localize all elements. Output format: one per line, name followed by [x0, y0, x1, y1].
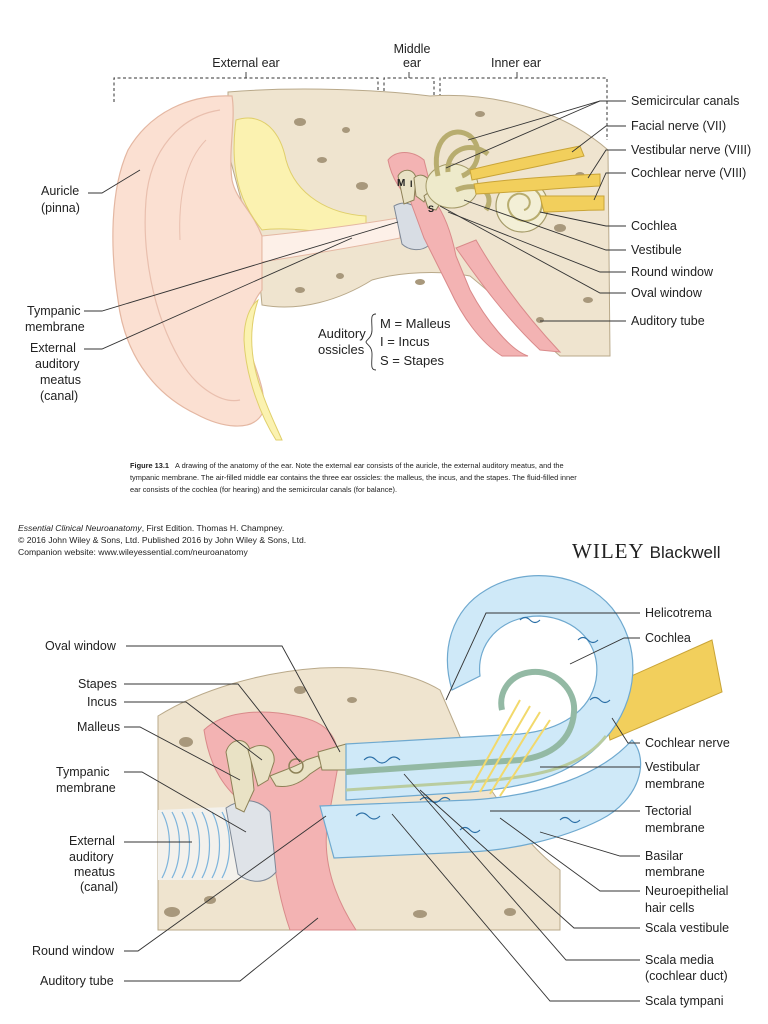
- inner-ear: [425, 129, 549, 233]
- label-middle-ear-1: Middle: [394, 42, 431, 56]
- label-facial-nerve: Facial nerve (VII): [631, 119, 726, 133]
- caption-line-3: ear consists of the cochlea (for hearing…: [130, 485, 397, 494]
- b-label-helicotrema: Helicotrema: [645, 606, 712, 620]
- b-label-auditory-tube: Auditory tube: [40, 974, 114, 988]
- label-vestibule: Vestibule: [631, 243, 682, 257]
- label-eam-4: (canal): [40, 389, 78, 403]
- caption-line-1: A drawing of the anatomy of the ear. Not…: [175, 461, 564, 470]
- external-auditory-canal: [261, 217, 401, 263]
- b-label-basilar-1: Basilar: [645, 849, 683, 863]
- b-label-tectorial-2: membrane: [645, 821, 705, 835]
- credits: Essential Clinical Neuroanatomy, First E…: [18, 523, 721, 563]
- legend-malleus: M = Malleus: [380, 316, 451, 331]
- incus-letter: I: [410, 179, 413, 189]
- b-label-incus: Incus: [87, 695, 117, 709]
- bottom-ossicles: [225, 740, 351, 813]
- label-tympanic-1: Tympanic: [27, 304, 81, 318]
- credit-book-title: Essential Clinical Neuroanatomy: [18, 523, 142, 533]
- b-label-tympanic-2: membrane: [56, 781, 116, 795]
- top-right-labels: Semicircular canals Facial nerve (VII) V…: [439, 94, 751, 328]
- b-label-cochlea: Cochlea: [645, 631, 691, 645]
- top-figure: M I S Auricle (pinna) Tympanic: [25, 42, 751, 494]
- b-label-scala-vestibule: Scala vestibule: [645, 921, 729, 935]
- b-label-malleus: Malleus: [77, 720, 120, 734]
- b-label-tectorial-1: Tectorial: [645, 804, 692, 818]
- publisher-rest: Blackwell: [650, 543, 721, 562]
- malleus-letter: M: [397, 178, 405, 189]
- b-label-oval-window: Oval window: [45, 639, 117, 653]
- b-label-eam-4: (canal): [80, 880, 118, 894]
- b-label-stapes: Stapes: [78, 677, 117, 691]
- b-label-scala-tympani: Scala tympani: [645, 994, 724, 1008]
- credit-line-3: Companion website: www.wileyessential.co…: [18, 547, 248, 557]
- auditory-tube: [455, 239, 562, 353]
- legend-stapes: S = Stapes: [380, 353, 444, 368]
- label-eam-3: meatus: [40, 373, 81, 387]
- label-eam-2: auditory: [35, 357, 80, 371]
- nerves-top: [469, 145, 605, 213]
- auricle: [112, 95, 265, 427]
- b-label-basilar-2: membrane: [645, 865, 705, 879]
- label-round-window: Round window: [631, 265, 714, 279]
- label-inner-ear: Inner ear: [491, 56, 541, 70]
- b-label-tympanic-1: Tympanic: [56, 765, 110, 779]
- helix-fold: [144, 109, 241, 402]
- label-auricle-1: Auricle: [41, 184, 79, 198]
- publisher-bold: WILEY: [572, 539, 645, 563]
- publisher-logo: WILEY Blackwell: [572, 539, 721, 563]
- ossicles-legend: Auditory ossicles M = Malleus I = Incus …: [318, 313, 451, 371]
- label-tympanic-2: membrane: [25, 320, 85, 334]
- bottom-cochlea: [319, 575, 723, 859]
- caption-label: Figure 13.1: [130, 461, 169, 470]
- region-brackets: [113, 72, 608, 150]
- credit-line-2: © 2016 John Wiley & Sons, Ltd. Published…: [18, 535, 306, 545]
- stapes-letter: S: [428, 204, 434, 214]
- b-label-eam-2: auditory: [69, 850, 114, 864]
- bottom-right-labels: Helicotrema Cochlea Cochlear nerve Vesti…: [391, 606, 730, 1008]
- b-label-eam-3: meatus: [74, 865, 115, 879]
- b-label-scala-media-2: (cochlear duct): [645, 969, 728, 983]
- bottom-left-labels: Oval window Stapes Incus Malleus Tympani…: [32, 639, 341, 988]
- label-vestibular-nerve: Vestibular nerve (VIII): [631, 143, 751, 157]
- b-label-vestibular-2: membrane: [645, 777, 705, 791]
- top-left-labels: Auricle (pinna) Tympanic membrane Extern…: [25, 169, 399, 403]
- label-external-ear: External ear: [212, 56, 279, 70]
- label-eam-1: External: [30, 341, 76, 355]
- credit-book-rest: , First Edition. Thomas H. Champney.: [142, 523, 285, 533]
- legend-incus: I = Incus: [380, 334, 430, 349]
- b-label-vestibular-1: Vestibular: [645, 760, 700, 774]
- credit-line-1: Essential Clinical Neuroanatomy, First E…: [18, 523, 284, 533]
- legend-title-2: ossicles: [318, 342, 365, 357]
- figure-caption: Figure 13.1 A drawing of the anatomy of …: [130, 461, 577, 494]
- b-label-eam-1: External: [69, 834, 115, 848]
- b-label-hair-1: Neuroepithelial: [645, 884, 728, 898]
- label-cochlea: Cochlea: [631, 219, 677, 233]
- legend-title-1: Auditory: [318, 326, 366, 341]
- bottom-figure: Oval window Stapes Incus Malleus Tympani…: [32, 575, 730, 1008]
- label-cochlear-nerve: Cochlear nerve (VIII): [631, 166, 746, 180]
- b-label-cochlear-nerve: Cochlear nerve: [645, 736, 730, 750]
- label-oval-window: Oval window: [631, 286, 703, 300]
- label-auricle-2: (pinna): [41, 201, 80, 215]
- label-auditory-tube: Auditory tube: [631, 314, 705, 328]
- b-label-round-window: Round window: [32, 944, 115, 958]
- label-middle-ear-2: ear: [403, 56, 421, 70]
- b-label-hair-2: hair cells: [645, 901, 694, 915]
- label-semicircular-canals: Semicircular canals: [631, 94, 739, 108]
- caption-line-2: tympanic membrane. The air-filled middle…: [130, 473, 577, 482]
- b-label-scala-media-1: Scala media: [645, 953, 714, 967]
